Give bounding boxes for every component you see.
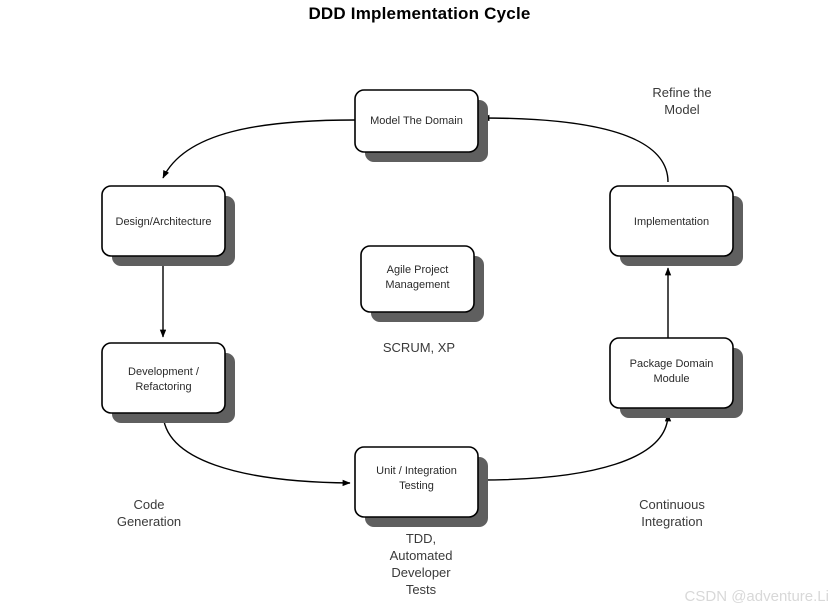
page-title: DDD Implementation Cycle bbox=[308, 4, 531, 23]
node-body[interactable] bbox=[360, 245, 475, 313]
node-model-the-domain[interactable]: Model The Domain bbox=[354, 89, 488, 162]
node-design-architecture[interactable]: Design/Architecture bbox=[101, 185, 235, 266]
node-label-line2: Testing bbox=[399, 480, 434, 492]
node-label-line1: Design/Architecture bbox=[116, 216, 212, 228]
node-body[interactable] bbox=[101, 342, 226, 414]
label-line1: Refine the bbox=[652, 85, 711, 100]
label-line1: SCRUM, XP bbox=[383, 340, 455, 355]
node-label-line1: Model The Domain bbox=[370, 115, 463, 127]
node-label-line2: Management bbox=[385, 279, 449, 291]
node-label-line1: Agile Project bbox=[387, 264, 449, 276]
label-line2: Model bbox=[664, 102, 700, 117]
node-body[interactable] bbox=[609, 185, 734, 257]
node-label-line2: Refactoring bbox=[135, 381, 191, 393]
label-line4: Tests bbox=[406, 582, 437, 597]
node-body[interactable] bbox=[354, 446, 479, 518]
edge-implementation-to-model bbox=[481, 114, 669, 183]
node-body[interactable] bbox=[101, 185, 226, 257]
edge-development-to-testing bbox=[162, 411, 351, 487]
label-line3: Developer bbox=[391, 565, 451, 580]
node-label-line1: Unit / Integration bbox=[376, 465, 457, 477]
node-label-line1: Implementation bbox=[634, 216, 709, 228]
label-line2: Generation bbox=[117, 514, 181, 529]
node-body[interactable] bbox=[609, 337, 734, 409]
node-label-line2: Module bbox=[653, 373, 689, 385]
connectors bbox=[159, 114, 672, 487]
label-line1: TDD, bbox=[406, 531, 436, 546]
node-label-line1: Development / bbox=[128, 366, 200, 378]
label-line1: Continuous bbox=[639, 497, 705, 512]
label-tdd-automated-developer-tests: TDD, Automated Developer Tests bbox=[390, 531, 453, 597]
label-line1: Code bbox=[133, 497, 164, 512]
label-scrum-xp: SCRUM, XP bbox=[383, 340, 455, 355]
label-line2: Automated bbox=[390, 548, 453, 563]
node-development-refactoring[interactable]: Development / Refactoring bbox=[101, 342, 235, 423]
edge-model-to-design bbox=[162, 119, 356, 179]
label-line2: Integration bbox=[641, 514, 702, 529]
label-continuous-integration: Continuous Integration bbox=[639, 497, 705, 529]
node-unit-integration-testing[interactable]: Unit / Integration Testing bbox=[354, 446, 488, 527]
label-code-generation: Code Generation bbox=[117, 497, 181, 529]
node-agile-project-management[interactable]: Agile Project Management bbox=[360, 245, 484, 322]
node-implementation[interactable]: Implementation bbox=[609, 185, 743, 266]
watermark: CSDN @adventure.Li bbox=[684, 588, 829, 605]
node-package-domain-module[interactable]: Package Domain Module bbox=[609, 337, 743, 418]
label-refine-the-model: Refine the Model bbox=[652, 85, 711, 117]
node-label-line1: Package Domain bbox=[630, 358, 714, 370]
node-body[interactable] bbox=[354, 89, 479, 153]
edge-testing-to-package bbox=[479, 413, 672, 481]
